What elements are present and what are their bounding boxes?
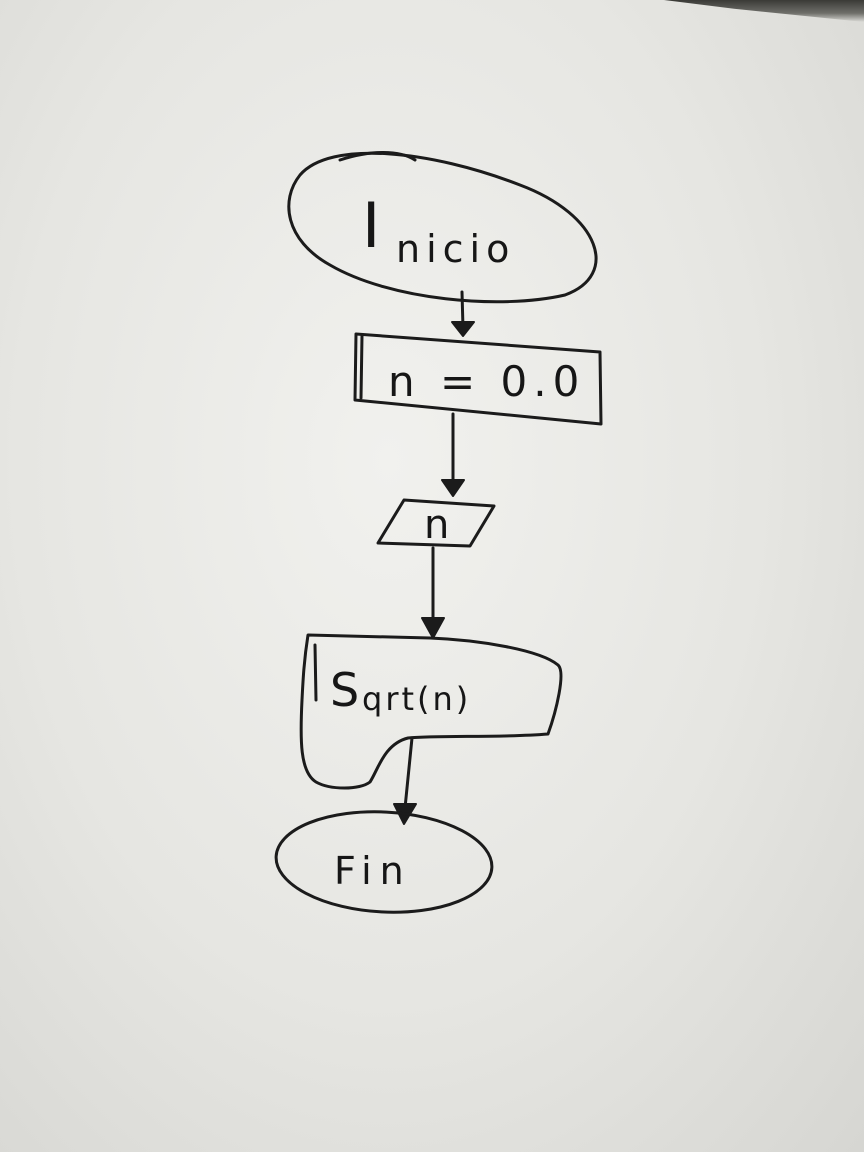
start-oval-overlap	[338, 151, 417, 162]
assignment-rect	[353, 332, 603, 426]
arrow-output-to-end	[393, 736, 417, 825]
input-parallelogram	[376, 498, 496, 548]
start-node: I nicio	[287, 151, 598, 304]
output-label: qrt(n)	[362, 680, 471, 718]
assignment-label: n = 0.0	[388, 357, 585, 406]
start-label: nicio	[396, 227, 515, 271]
arrow-input-to-output	[421, 546, 445, 639]
input-label: n	[424, 502, 449, 548]
arrow-start-to-assignment	[451, 290, 475, 337]
assignment-node: n = 0.0	[353, 332, 603, 426]
end-oval	[274, 810, 494, 914]
start-label-initial: I	[362, 189, 380, 262]
output-node: S qrt(n)	[299, 633, 563, 790]
arrow-assignment-to-input	[441, 412, 465, 497]
output-label-initial: S	[330, 663, 359, 717]
end-label: Fin	[334, 849, 412, 893]
start-oval	[287, 151, 598, 304]
end-node: Fin	[274, 810, 494, 914]
input-node: n	[376, 498, 496, 548]
output-shape	[299, 633, 563, 790]
